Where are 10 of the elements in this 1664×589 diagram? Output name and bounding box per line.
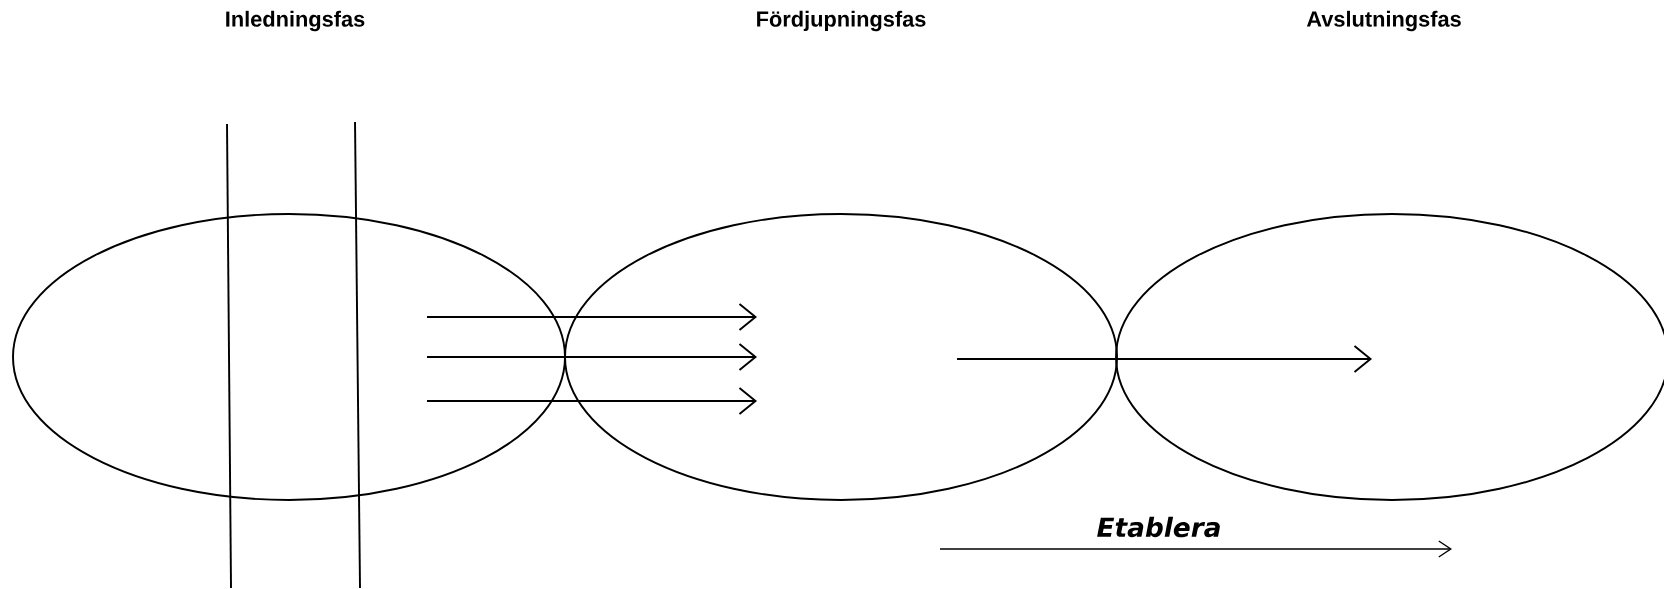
arrow [956, 345, 1373, 373]
phase-heading: Inledningsfas [226, 10, 365, 32]
phase-ellipse [12, 213, 566, 501]
arrow [426, 387, 757, 415]
arrow [426, 303, 758, 331]
phase-ellipse [564, 213, 1118, 501]
arrow [426, 343, 758, 371]
phase-heading: Fördjupningsfas [757, 10, 926, 32]
phase-heading: Avslutningsfas [1306, 10, 1461, 32]
direction-label: Etablera [1097, 516, 1220, 538]
